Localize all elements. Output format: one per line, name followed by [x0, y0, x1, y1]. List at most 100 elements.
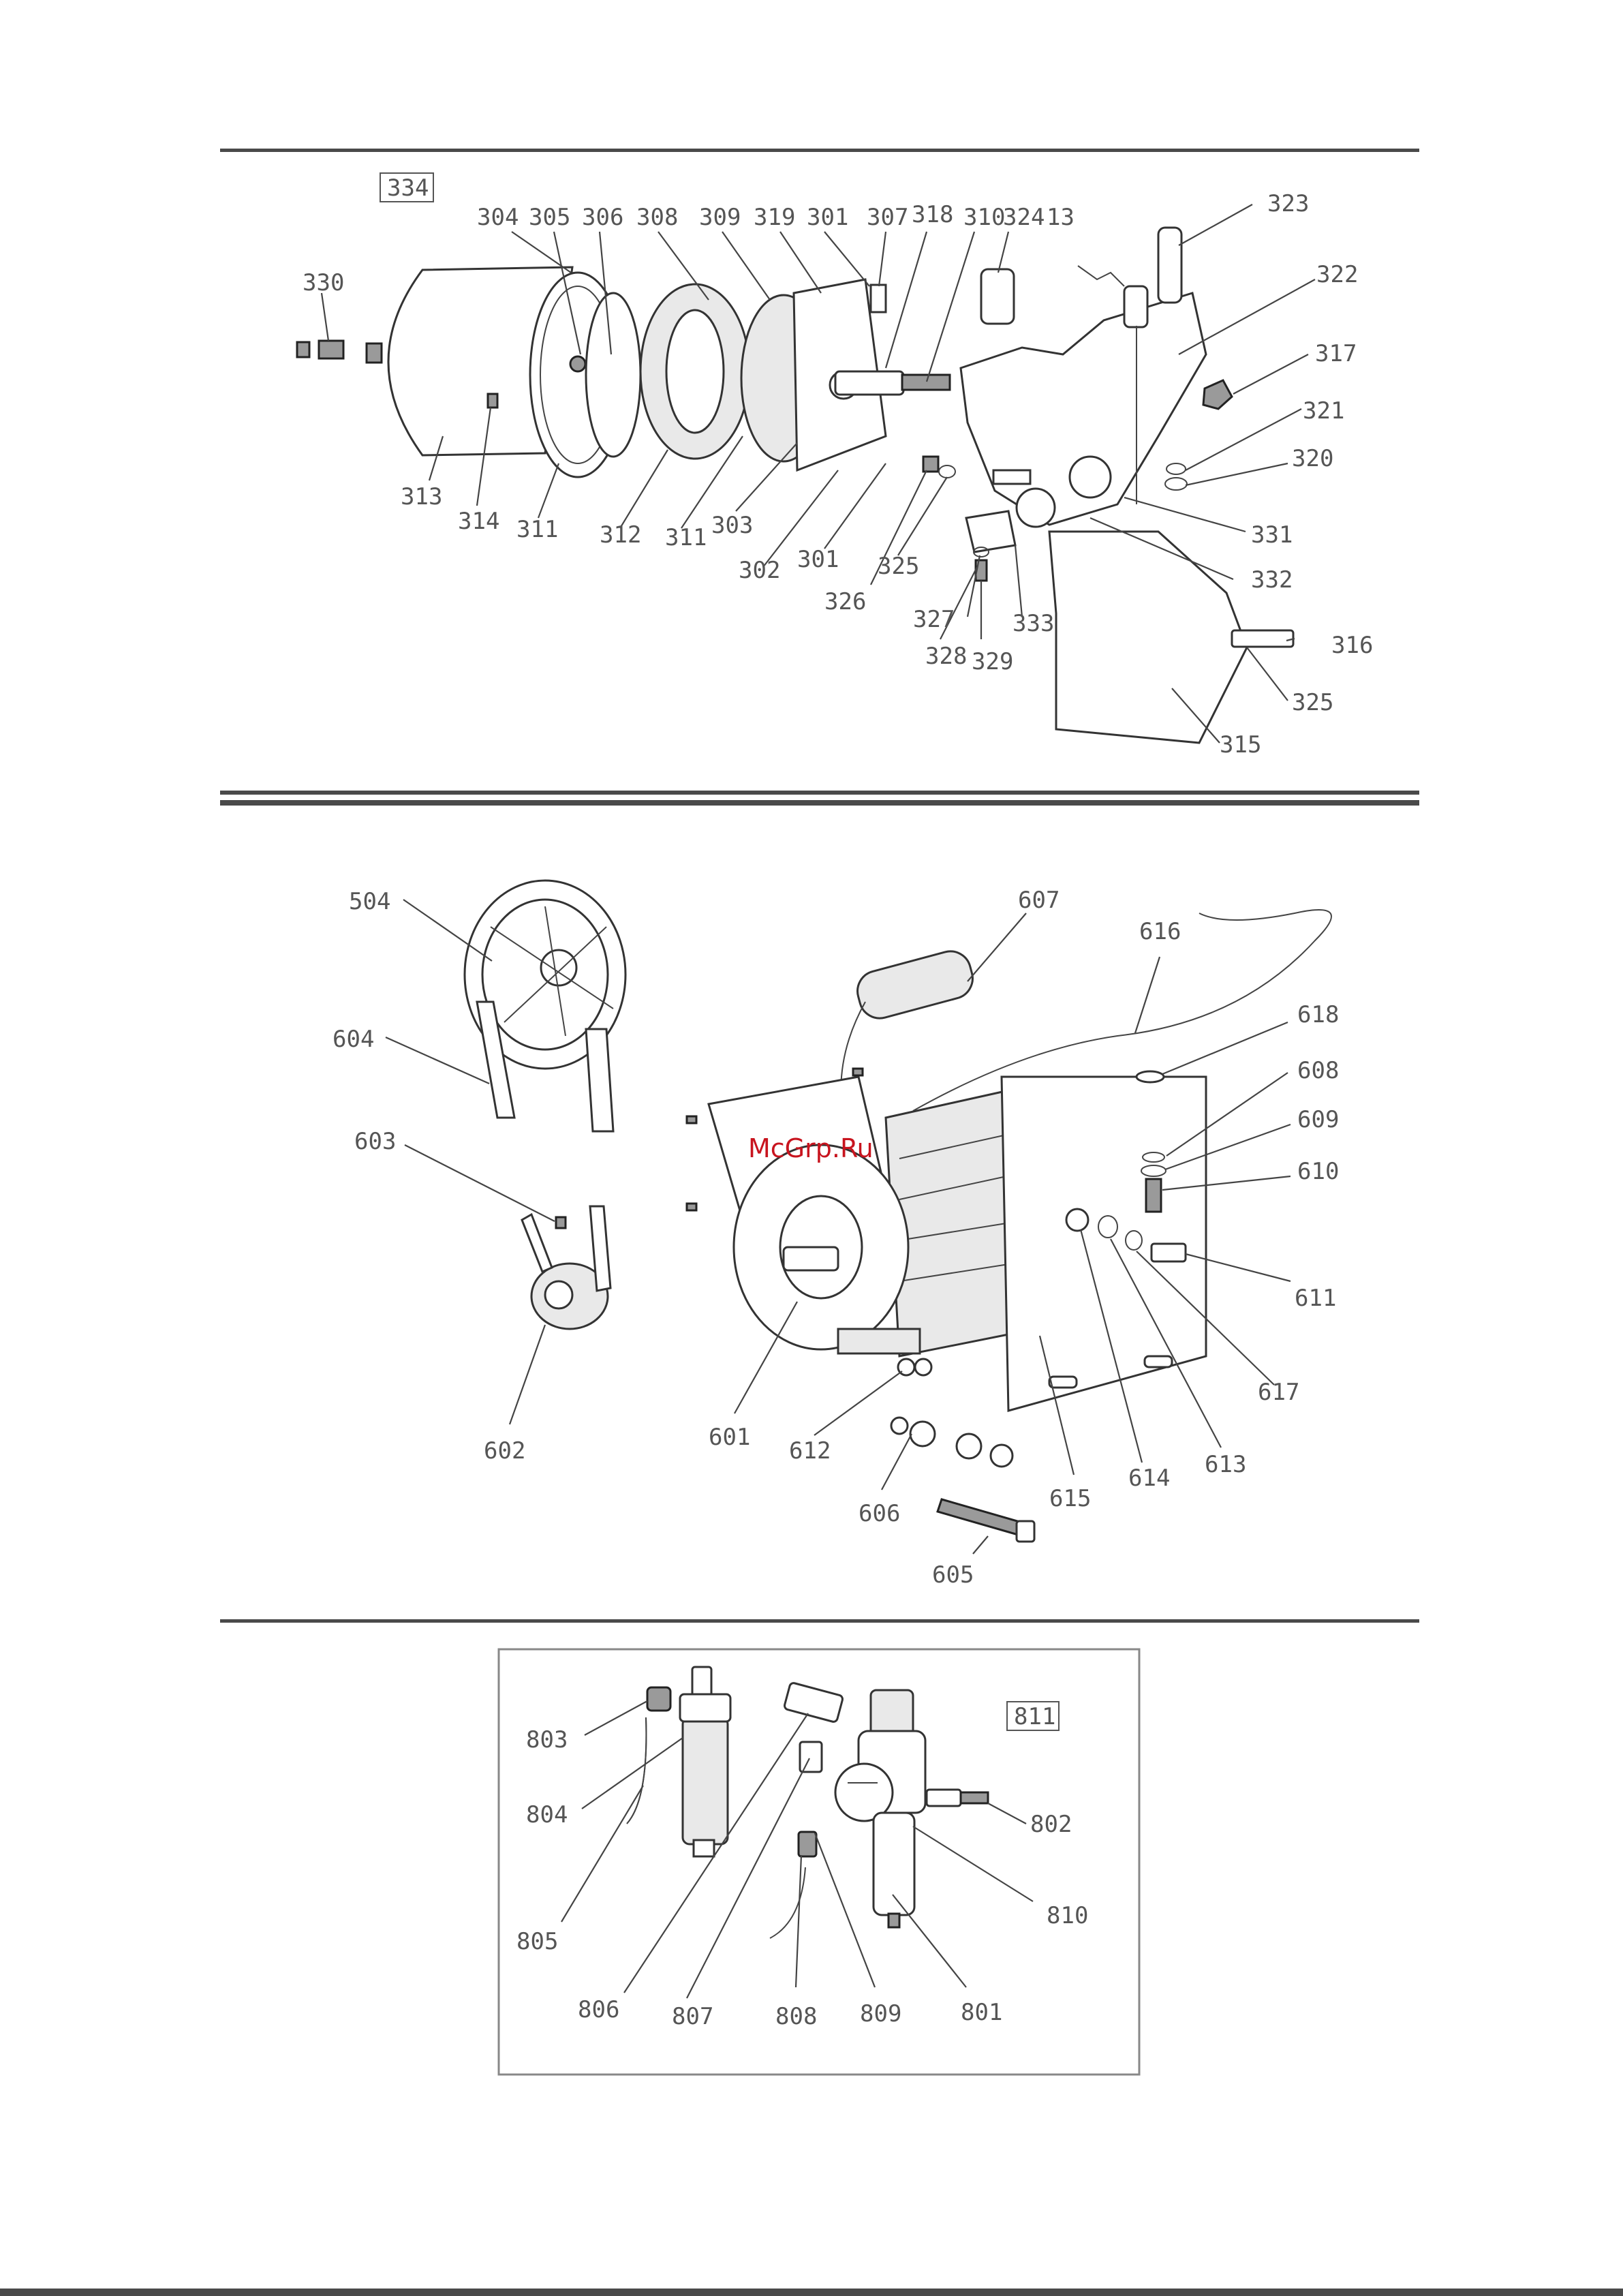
callout-label: 604 — [333, 1026, 374, 1053]
washer-part — [939, 465, 955, 478]
crank-bore — [1017, 489, 1055, 527]
callout-label: 617 — [1258, 1379, 1299, 1406]
callout-label: 311 — [665, 524, 707, 551]
callout-label: 303 — [711, 512, 753, 539]
section-air-fittings: 811 — [499, 1649, 1139, 2075]
handle-grip — [1124, 286, 1147, 327]
valve-dot — [570, 356, 585, 371]
bolt-316 — [1232, 630, 1293, 647]
callout-label: 305 — [529, 204, 570, 231]
washer-614 — [1066, 1209, 1088, 1231]
callout-label: 602 — [484, 1437, 525, 1465]
screw-a — [687, 1116, 696, 1123]
callout-label: 504 — [349, 888, 390, 915]
washer-606-b — [957, 1434, 981, 1458]
callout-label: 302 — [739, 557, 780, 584]
plate-slot-b — [1145, 1356, 1172, 1367]
callout-label: 307 — [867, 204, 908, 231]
bolt-head-605 — [1017, 1521, 1034, 1542]
callout-label: 304 — [477, 204, 519, 231]
section-head-assembly: 334 — [297, 173, 1373, 759]
bolt-610 — [1146, 1179, 1161, 1212]
divider-rule-1a — [220, 791, 1419, 795]
ring-part — [586, 293, 640, 457]
callout-label: 802 — [1030, 1811, 1072, 1838]
box-label: 334 — [387, 174, 429, 202]
washer-606-a — [910, 1422, 935, 1446]
filter-head — [680, 1694, 730, 1721]
washer-321 — [1166, 463, 1186, 474]
callout-label: 314 — [458, 508, 499, 535]
plate-slot-a — [1049, 1377, 1077, 1388]
callout-label: 807 — [672, 2003, 713, 2030]
callout-label: 308 — [636, 204, 678, 231]
callout-label: 613 — [1205, 1451, 1246, 1478]
callout-label: 301 — [807, 204, 848, 231]
callout-label: 329 — [972, 648, 1013, 675]
callout-label: 313 — [401, 483, 442, 510]
capacitor-part — [853, 947, 977, 1023]
callout-label: 618 — [1297, 1001, 1339, 1028]
cover-fitting — [367, 343, 382, 363]
callout-label: 318 — [912, 201, 953, 228]
belt-right — [586, 1029, 613, 1131]
callout-label: 805 — [516, 1928, 558, 1955]
callout-label: 605 — [932, 1561, 974, 1589]
screw-part — [488, 394, 497, 408]
callout-label: 615 — [1049, 1485, 1091, 1512]
nut-part — [319, 341, 343, 358]
watermark: McGrp.Ru — [748, 1133, 874, 1163]
bearing-part — [1070, 457, 1111, 498]
bottom-rule — [0, 2289, 1623, 2296]
callout-label: 319 — [754, 204, 795, 231]
nut-606 — [891, 1418, 908, 1434]
callout-label: 328 — [925, 643, 967, 670]
callout-label: 808 — [775, 2003, 817, 2030]
oil-window — [993, 470, 1030, 484]
callout-label: 806 — [578, 1996, 619, 2023]
callout-label: 317 — [1315, 340, 1357, 367]
callout-label: 311 — [516, 516, 558, 543]
head-center — [666, 310, 724, 433]
callout-label: 809 — [860, 2000, 901, 2027]
filter-drain — [694, 1840, 714, 1856]
set-screw — [556, 1217, 566, 1228]
callout-label: 306 — [582, 204, 623, 231]
callout-label: 321 — [1303, 397, 1344, 425]
callout-label: 301 — [797, 546, 839, 573]
belt-section-a — [522, 1214, 552, 1272]
callout-label: 810 — [1047, 1902, 1088, 1929]
nipple-part — [297, 342, 309, 357]
callout-label: 13 — [1047, 204, 1075, 231]
elbow-fitting — [647, 1687, 670, 1711]
foot-nut-b — [915, 1359, 931, 1375]
callout-label: 333 — [1013, 610, 1054, 637]
washer-606-c — [991, 1445, 1013, 1467]
callout-label: 332 — [1251, 566, 1293, 594]
callout-label: 325 — [878, 553, 919, 580]
washer-320 — [1165, 478, 1187, 490]
hose-connector — [799, 1832, 816, 1856]
filter-bowl — [683, 1717, 728, 1844]
divider-rule-2 — [220, 1619, 1419, 1623]
bolt-605 — [938, 1499, 1022, 1535]
oil-cap — [981, 269, 1014, 324]
pin-part — [835, 371, 903, 395]
callout-label: 312 — [600, 521, 641, 549]
small-pulley-hub — [545, 1281, 572, 1308]
callout-label: 614 — [1128, 1465, 1170, 1492]
callout-label: 310 — [963, 204, 1005, 231]
box-label: 811 — [1014, 1703, 1055, 1730]
callout-label: 804 — [526, 1801, 568, 1828]
grommet-618 — [1137, 1071, 1164, 1082]
callout-label: 316 — [1331, 632, 1373, 659]
pin-thread — [902, 375, 950, 390]
callout-label: 616 — [1139, 918, 1181, 945]
callout-label: 323 — [1267, 190, 1309, 217]
callout-label: 327 — [913, 606, 955, 633]
callout-label: 330 — [303, 269, 344, 296]
callout-label: 606 — [859, 1500, 900, 1527]
callout-label: 315 — [1220, 731, 1261, 759]
